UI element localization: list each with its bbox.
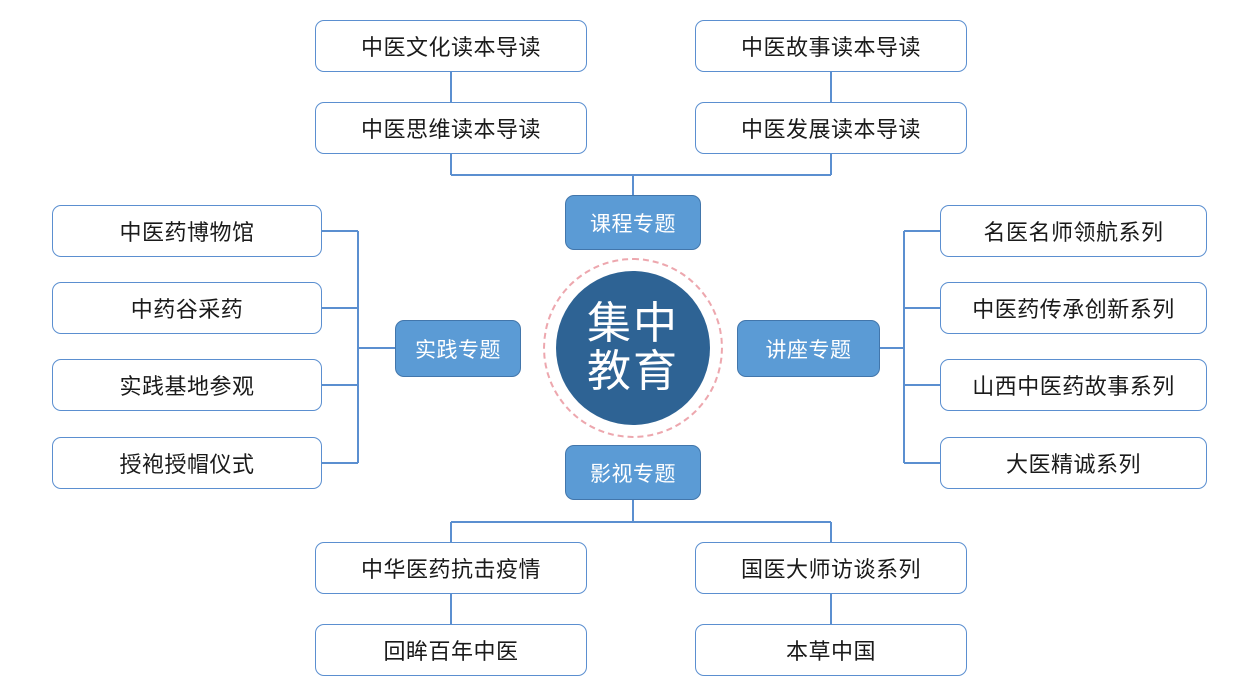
category-label: 影视专题 [590,462,676,486]
leaf-label: 授袍授帽仪式 [119,452,255,477]
leaf-right-2[interactable]: 中医药传承创新系列 [940,282,1207,334]
category-label: 讲座专题 [765,338,852,362]
leaf-top-right-2[interactable]: 中医发展读本导读 [695,102,967,154]
category-label: 课程专题 [590,212,676,236]
category-node-practice[interactable]: 实践专题 [395,320,521,377]
leaf-right-1[interactable]: 名医名师领航系列 [940,205,1207,257]
leaf-label: 实践基地参观 [119,374,255,399]
leaf-bottom-right-2[interactable]: 本草中国 [695,624,967,676]
leaf-label: 中医药传承创新系列 [972,297,1175,322]
leaf-label: 本草中国 [785,639,876,664]
hub-label-line2: 教育 [587,347,679,396]
hub-label-line1: 集中 [587,299,679,349]
leaf-top-left-1[interactable]: 中医文化读本导读 [315,20,587,72]
category-node-film[interactable]: 影视专题 [565,445,701,500]
leaf-label: 中医药博物馆 [119,220,255,245]
leaf-label: 名医名师领航系列 [983,220,1164,245]
leaf-left-2[interactable]: 中药谷采药 [52,282,322,334]
leaf-label: 中医故事读本导读 [740,35,921,60]
leaf-right-4[interactable]: 大医精诚系列 [940,437,1207,489]
leaf-label: 回眸百年中医 [383,639,519,664]
category-node-lecture[interactable]: 讲座专题 [737,320,880,377]
leaf-label: 中医文化读本导读 [360,35,541,60]
leaf-top-left-2[interactable]: 中医思维读本导读 [315,102,587,154]
leaf-label: 大医精诚系列 [1005,452,1141,477]
category-node-course[interactable]: 课程专题 [565,195,701,250]
leaf-right-3[interactable]: 山西中医药故事系列 [940,359,1207,411]
category-label: 实践专题 [415,338,501,362]
hub-dashed-ring [543,258,723,438]
leaf-bottom-left-1[interactable]: 中华医药抗击疫情 [315,542,587,594]
leaf-left-3[interactable]: 实践基地参观 [52,359,322,411]
leaf-bottom-right-1[interactable]: 国医大师访谈系列 [695,542,967,594]
leaf-label: 国医大师访谈系列 [740,557,921,582]
leaf-left-4[interactable]: 授袍授帽仪式 [52,437,322,489]
hub-center-node[interactable]: 集中 教育 [556,271,710,425]
leaf-bottom-left-2[interactable]: 回眸百年中医 [315,624,587,676]
leaf-left-1[interactable]: 中医药博物馆 [52,205,322,257]
leaf-label: 中医发展读本导读 [740,117,921,142]
leaf-top-right-1[interactable]: 中医故事读本导读 [695,20,967,72]
leaf-label: 中医思维读本导读 [360,117,541,142]
leaf-label: 中华医药抗击疫情 [360,557,541,582]
leaf-label: 中药谷采药 [130,297,244,322]
leaf-label: 山西中医药故事系列 [972,374,1175,399]
